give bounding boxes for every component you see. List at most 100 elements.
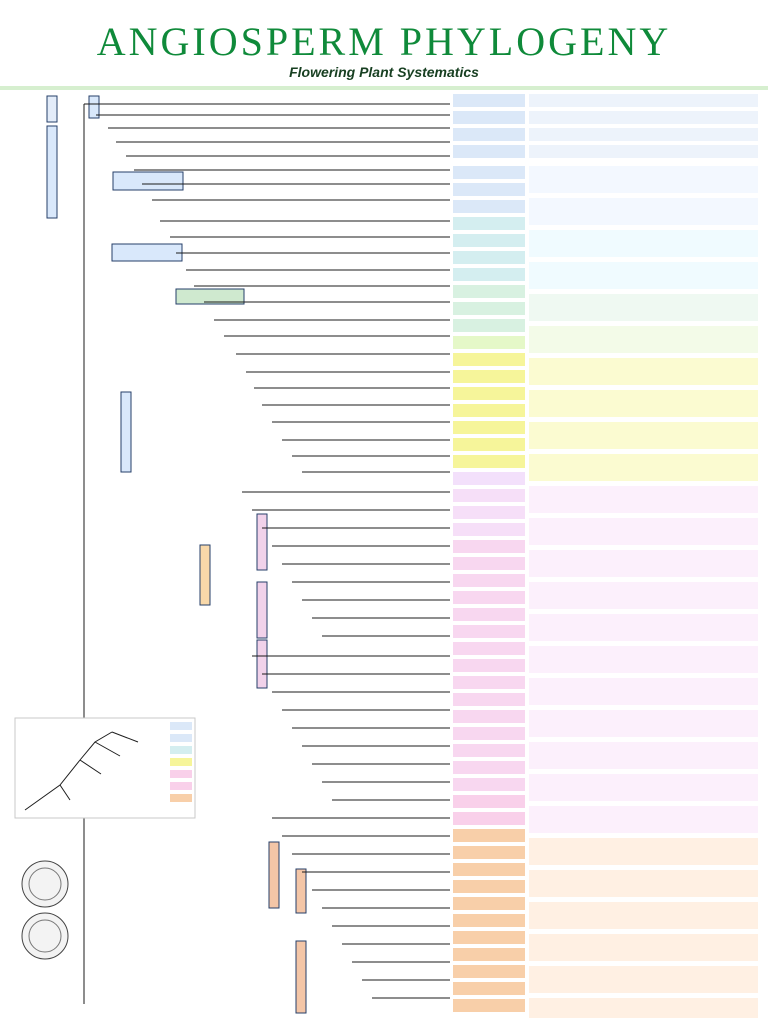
rank-bar-fabids — [256, 513, 268, 571]
family-band — [529, 614, 758, 641]
heidelberg-seal-inner-icon — [28, 867, 62, 901]
family-band — [529, 998, 758, 1018]
order-band — [453, 234, 525, 247]
rank-bar-early-angiosperms — [46, 95, 58, 123]
order-band — [453, 846, 525, 859]
order-band — [453, 370, 525, 383]
rank-bar-asterids — [268, 841, 280, 909]
order-band — [453, 285, 525, 298]
family-band — [529, 838, 758, 865]
tree-branches-monocots — [160, 220, 450, 337]
order-band — [453, 94, 525, 107]
order-band — [453, 319, 525, 332]
order-band — [453, 336, 525, 349]
order-band — [453, 608, 525, 621]
tree-branches-eudicots — [236, 353, 450, 473]
order-band — [453, 948, 525, 961]
order-band — [453, 795, 525, 808]
order-band — [453, 761, 525, 774]
family-band — [529, 966, 758, 993]
family-band — [529, 145, 758, 158]
family-band — [529, 710, 758, 737]
family-band — [529, 582, 758, 609]
rank-bar-lamiids — [295, 868, 307, 914]
inset-color-swatch — [170, 770, 192, 778]
order-band — [453, 489, 525, 502]
order-band — [453, 421, 525, 434]
order-band — [453, 812, 525, 825]
tree-branches-rosids — [242, 491, 450, 637]
inset-box — [14, 717, 196, 819]
order-band — [453, 897, 525, 910]
family-bands — [529, 94, 758, 1018]
family-band — [529, 166, 758, 193]
order-band — [453, 200, 525, 213]
order-band — [453, 353, 525, 366]
order-band — [453, 404, 525, 417]
order-band — [453, 472, 525, 485]
family-band — [529, 422, 758, 449]
family-band — [529, 326, 758, 353]
family-band — [529, 390, 758, 417]
rank-bar-commelinids — [175, 288, 245, 305]
family-band — [529, 646, 758, 673]
order-band — [453, 914, 525, 927]
family-band — [529, 774, 758, 801]
order-band — [453, 744, 525, 757]
rank-bar-magnoliids — [112, 171, 184, 191]
inset-color-swatch — [170, 746, 192, 754]
family-band — [529, 294, 758, 321]
order-band — [453, 931, 525, 944]
order-band — [453, 965, 525, 978]
order-band — [453, 659, 525, 672]
order-band — [453, 506, 525, 519]
order-band — [453, 778, 525, 791]
family-band — [529, 230, 758, 257]
order-band — [453, 268, 525, 281]
rank-bar-campanulids — [295, 940, 307, 1014]
family-band — [529, 678, 758, 705]
order-band — [453, 145, 525, 158]
order-band — [453, 217, 525, 230]
rank-bar-monocots — [111, 243, 183, 262]
family-band — [529, 742, 758, 769]
order-band — [453, 999, 525, 1012]
order-band — [453, 166, 525, 179]
order-band — [453, 863, 525, 876]
family-band — [529, 128, 758, 141]
order-band — [453, 982, 525, 995]
order-band — [453, 302, 525, 315]
family-band — [529, 111, 758, 124]
order-band — [453, 727, 525, 740]
order-band — [453, 880, 525, 893]
tree-branches-asterids — [272, 817, 450, 999]
order-band — [453, 693, 525, 706]
inset-tree — [24, 731, 139, 811]
rank-bar-angiosperms — [46, 125, 58, 219]
order-band — [453, 540, 525, 553]
family-band — [529, 454, 758, 481]
berlin-seal-inner-icon — [28, 919, 62, 953]
family-band — [529, 934, 758, 961]
order-band — [453, 387, 525, 400]
order-band — [453, 438, 525, 451]
left-rank-bars — [46, 95, 307, 1014]
order-band — [453, 829, 525, 842]
order-band — [453, 642, 525, 655]
order-band — [453, 710, 525, 723]
order-band — [453, 455, 525, 468]
rank-bar-core-eudicots — [199, 544, 211, 606]
inset-color-swatch — [170, 794, 192, 802]
rank-bar-malvids — [256, 639, 268, 689]
rank-bar-rosids — [256, 581, 268, 639]
tree-lines — [83, 103, 450, 1004]
order-label-bands — [453, 94, 525, 1012]
inset-color-swatch — [170, 722, 192, 730]
family-band — [529, 198, 758, 225]
family-band — [529, 806, 758, 833]
order-band — [453, 557, 525, 570]
family-band — [529, 870, 758, 897]
rank-bar-anita — [88, 95, 100, 119]
